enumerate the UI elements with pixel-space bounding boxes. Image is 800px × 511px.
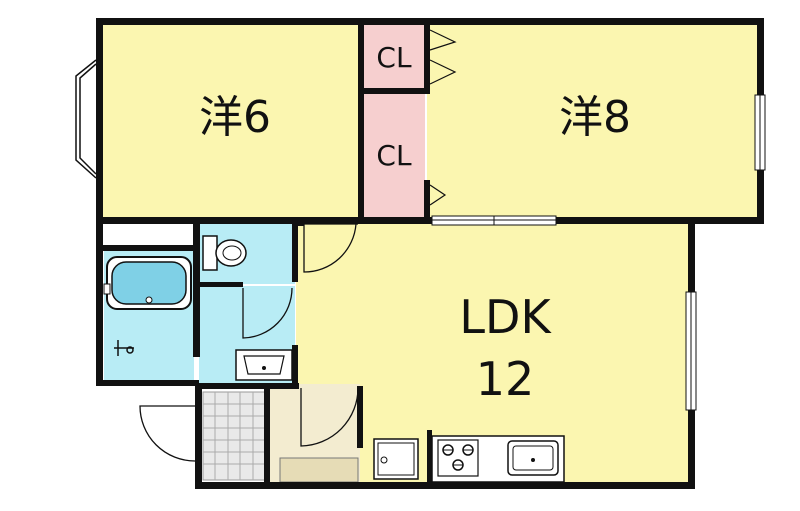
toilet-icon bbox=[202, 235, 247, 271]
window-ldk bbox=[685, 291, 697, 411]
washbasin-icon bbox=[235, 349, 293, 381]
ldk-size-label: 12 bbox=[475, 352, 535, 406]
western-room-left-label: 洋6 bbox=[199, 92, 271, 143]
sliding-door-right-room bbox=[431, 215, 557, 226]
ldk-name-label: LDK bbox=[459, 290, 551, 344]
shower-faucet-icon bbox=[114, 340, 134, 356]
gas-stove-icon bbox=[437, 439, 479, 477]
closet-doors bbox=[429, 29, 457, 206]
bay-window bbox=[75, 59, 97, 179]
shoe-shelf bbox=[279, 457, 359, 483]
closet-upper-label: CL bbox=[376, 41, 412, 74]
closet-upper bbox=[363, 24, 425, 91]
kitchen-sink-icon bbox=[507, 440, 559, 476]
door-swings bbox=[139, 223, 359, 462]
bathtub-icon bbox=[103, 256, 192, 310]
closet-lower bbox=[363, 93, 425, 217]
fridge-space-icon bbox=[373, 438, 419, 480]
western-room-right bbox=[427, 24, 758, 218]
closet-lower-label: CL bbox=[376, 139, 412, 172]
western-room-right-label: 洋8 bbox=[559, 92, 631, 143]
window-right-room bbox=[754, 94, 766, 171]
western-room-left bbox=[101, 24, 361, 218]
entrance-tile-floor bbox=[202, 391, 266, 481]
